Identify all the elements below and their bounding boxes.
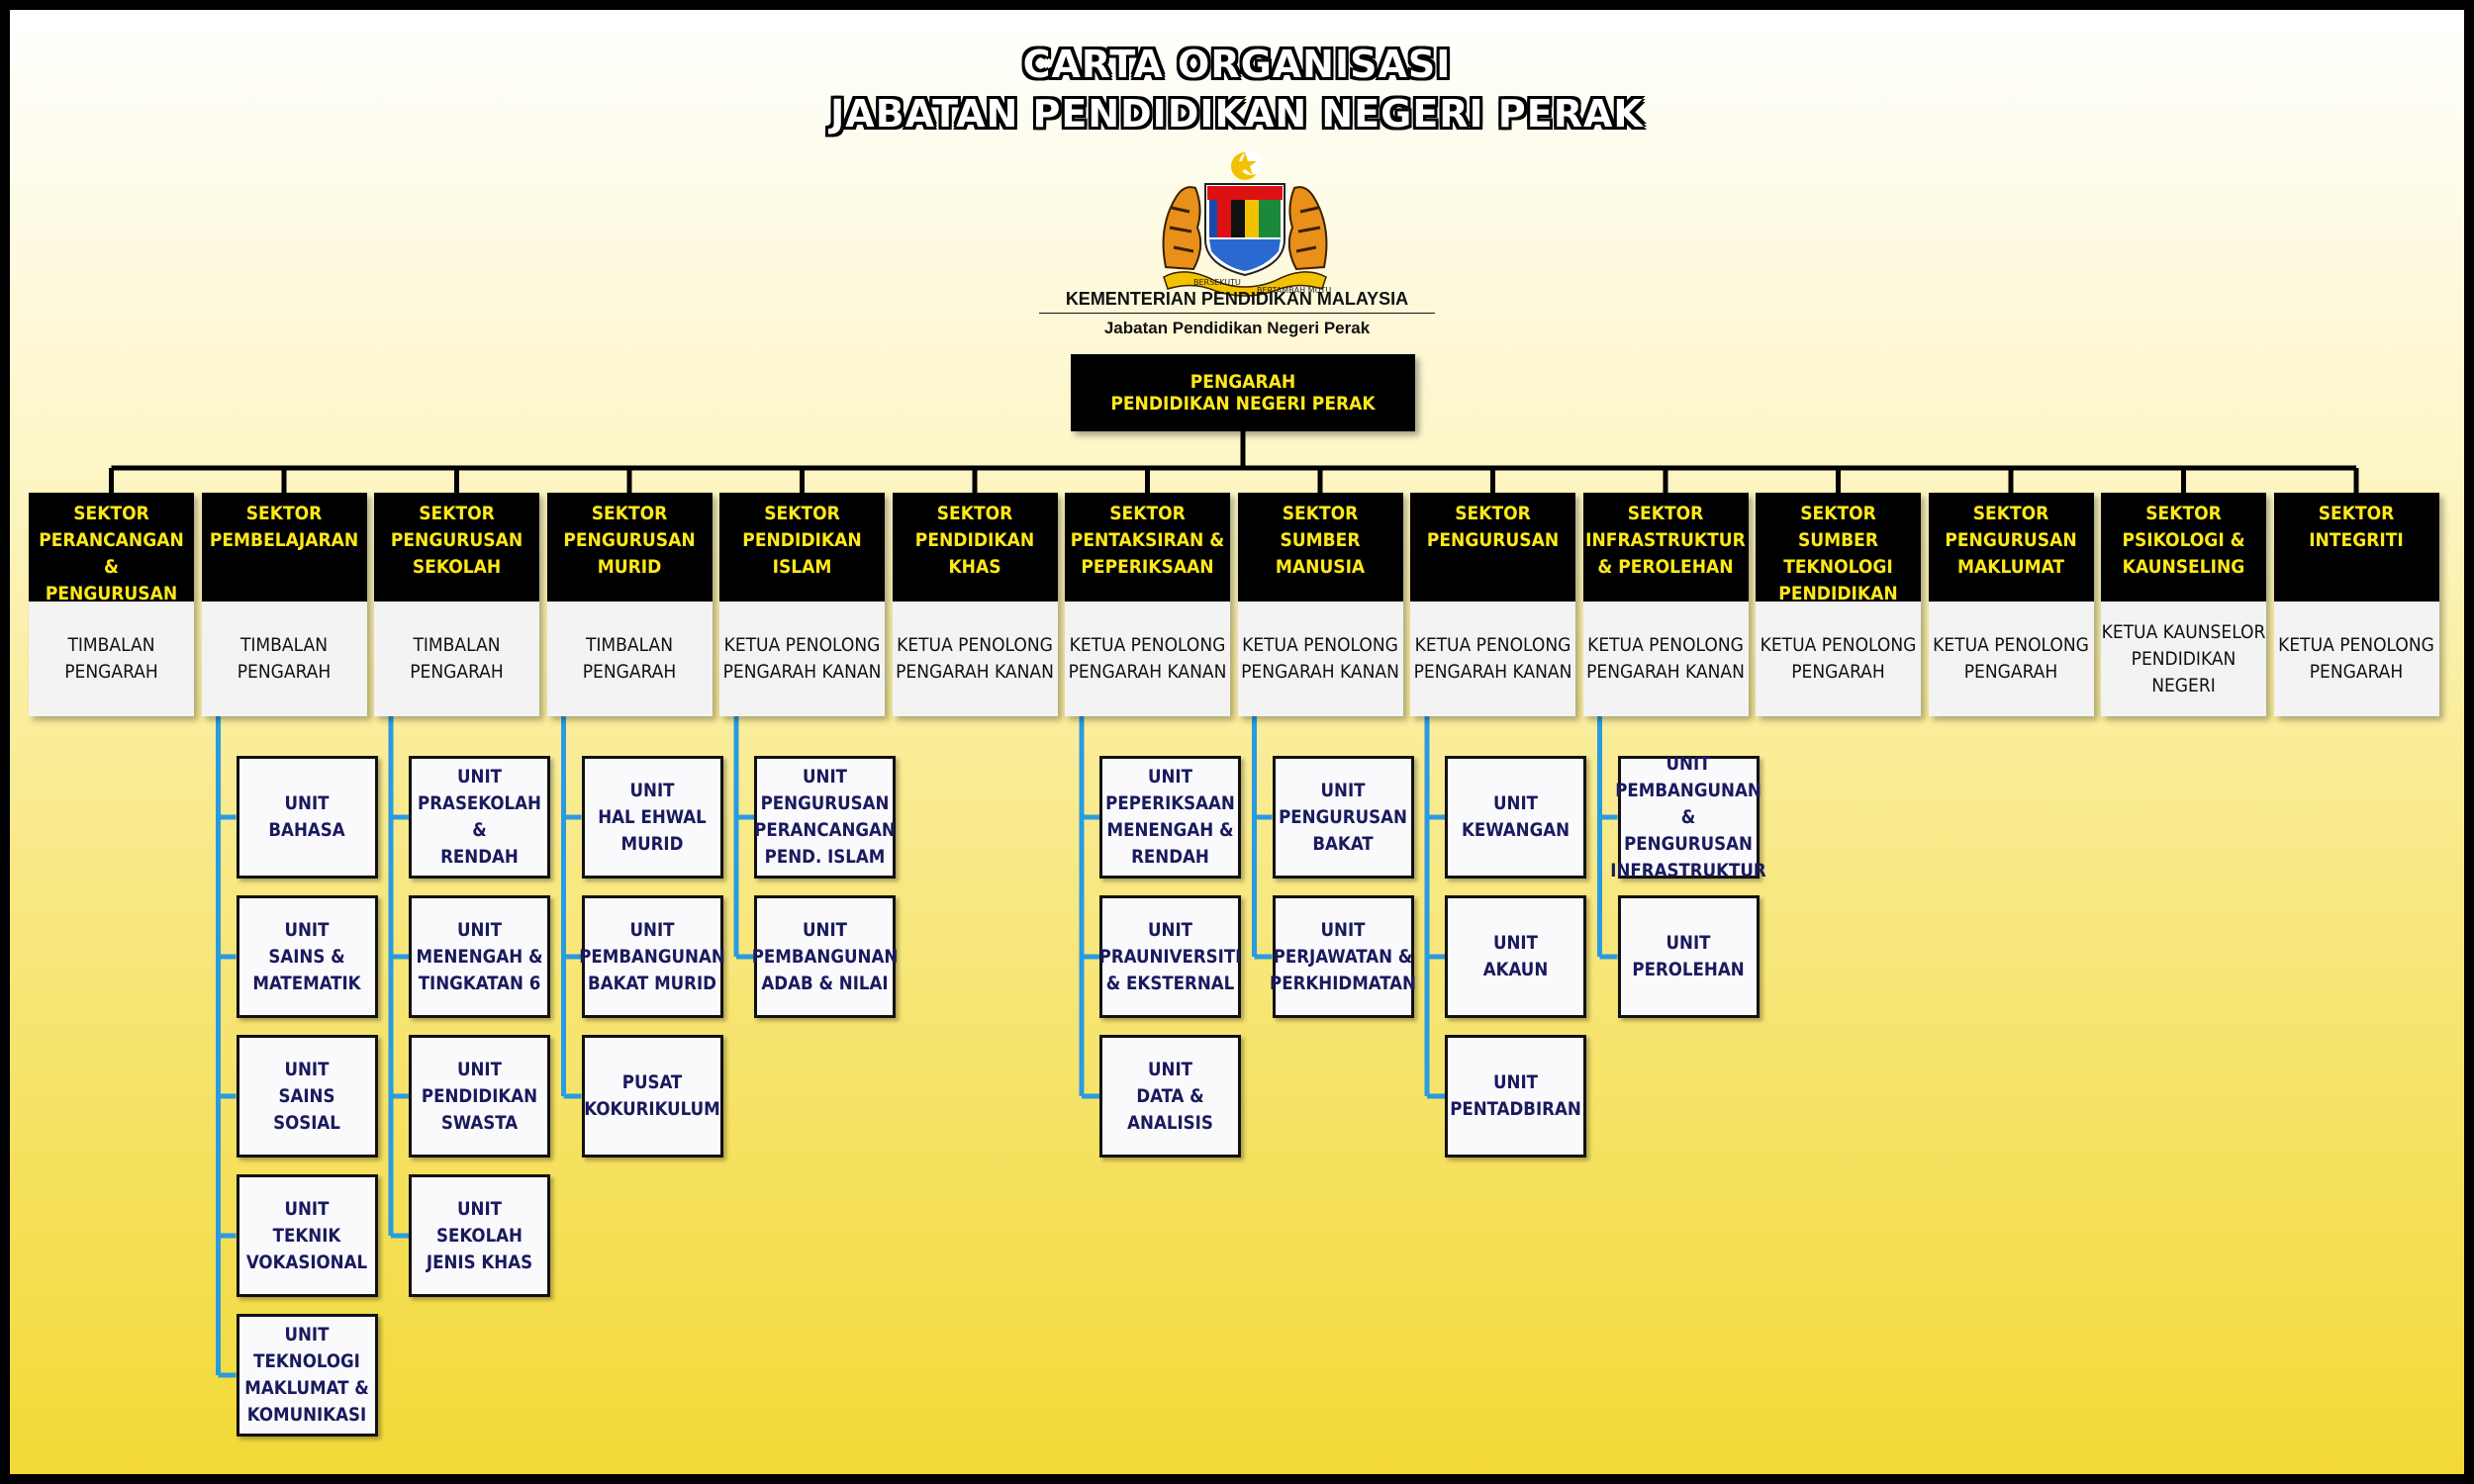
sector-head-title: TIMBALAN PENGARAH	[546, 602, 713, 716]
sector-box: SEKTOR PERANCANGAN & PENGURUSAN PPDTIMBA…	[29, 493, 194, 716]
unit-box: UNIT PEPERIKSAAN MENENGAH & RENDAH	[1099, 756, 1241, 879]
unit-box: UNIT TEKNIK VOKASIONAL	[236, 1174, 378, 1297]
unit-box: PUSAT KOKURIKULUM	[581, 1035, 723, 1158]
title-line-1: CARTA ORGANISASI	[1022, 43, 1452, 86]
sector-title: SEKTOR PSIKOLOGI & KAUNSELING	[2101, 493, 2266, 602]
unit-box: UNIT TEKNOLOGI MAKLUMAT & KOMUNIKASI	[236, 1314, 378, 1437]
unit-box: UNIT PENGURUSAN PERANCANGAN PEND. ISLAM	[754, 756, 896, 879]
unit-box: UNIT PERJAWATAN & PERKHIDMATAN	[1270, 895, 1416, 1018]
sector-title: SEKTOR PENDIDIKAN ISLAM	[719, 493, 885, 602]
sector-title: SEKTOR INTEGRITI	[2273, 493, 2439, 602]
unit-box: UNIT HAL EHWAL MURID	[581, 756, 723, 879]
sector-title: SEKTOR PENDIDIKAN KHAS	[892, 493, 1058, 602]
sector-head-title: KETUA PENOLONG PENGARAH KANAN	[1410, 602, 1575, 716]
motto-right: BERTAMBAH MUTU	[1257, 286, 1331, 295]
sector-head-title: KETUA PENOLONG PENGARAH	[1928, 602, 2094, 716]
sector-title: SEKTOR PERANCANGAN & PENGURUSAN PPD	[29, 493, 194, 631]
sector-head-title: KETUA PENOLONG PENGARAH	[1756, 602, 1921, 716]
unit-box: UNIT SAINS & MATEMATIK	[236, 895, 378, 1018]
sector-title: SEKTOR PENGURUSAN MAKLUMAT	[1928, 493, 2094, 602]
department-name: Jabatan Pendidikan Negeri Perak	[1103, 319, 1371, 337]
unit-box: UNIT PENGURUSAN BAKAT	[1272, 756, 1414, 879]
sector-title: SEKTOR INFRASTRUKTUR & PEROLEHAN	[1582, 493, 1749, 602]
sector-head-title: KETUA PENOLONG PENGARAH KANAN	[892, 602, 1058, 716]
unit-box: UNIT PEMBANGUNAN & PENGURUSAN INFRASTRUK…	[1610, 753, 1766, 881]
unit-box: UNIT PEMBANGUNAN ADAB & NILAI	[752, 895, 898, 1018]
coat-of-arms-logo: BERSEKUTU BERTAMBAH MUTU	[1162, 151, 1331, 297]
sector-title: SEKTOR PENGURUSAN	[1410, 493, 1575, 602]
sector-head-title: KETUA PENOLONG PENGARAH KANAN	[1237, 602, 1403, 716]
org-chart-canvas: CARTA ORGANISASI JABATAN PENDIDIKAN NEGE…	[10, 10, 2464, 1474]
unit-box: UNIT PENTADBIRAN	[1445, 1035, 1586, 1158]
sector-head-title: KETUA KAUNSELOR PENDIDIKAN NEGERI	[2101, 602, 2266, 716]
sector-title: SEKTOR PEMBELAJARAN	[201, 493, 367, 602]
connector-lines	[109, 431, 2359, 1378]
sector-head-title: TIMBALAN PENGARAH	[374, 602, 539, 716]
director-subtitle: PENDIDIKAN NEGERI PERAK	[1110, 393, 1376, 415]
sector-title: SEKTOR SUMBER MANUSIA	[1237, 493, 1403, 602]
sector-head-title: KETUA PENOLONG PENGARAH KANAN	[1582, 602, 1749, 716]
unit-box: UNIT PRASEKOLAH & RENDAH	[409, 756, 550, 879]
sector-title: SEKTOR SUMBER TEKNOLOGI PENDIDIKAN	[1756, 493, 1921, 604]
sector-title: SEKTOR PENGURUSAN SEKOLAH	[374, 493, 539, 602]
unit-box: UNIT PEMBANGUNAN BAKAT MURID	[579, 895, 725, 1018]
unit-box: UNIT MENENGAH & TINGKATAN 6	[409, 895, 550, 1018]
unit-box: UNIT PEROLEHAN	[1617, 895, 1760, 1018]
unit-box: UNIT SAINS SOSIAL	[236, 1035, 378, 1158]
sector-head-title: KETUA PENOLONG PENGARAH	[2273, 602, 2439, 716]
unit-box: UNIT DATA & ANALISIS	[1099, 1035, 1241, 1158]
title-line-2: JABATAN PENDIDIKAN NEGERI PERAK	[830, 92, 1644, 136]
sector-head-title: KETUA PENOLONG PENGARAH KANAN	[1065, 602, 1230, 716]
motto-left: BERSEKUTU	[1193, 278, 1241, 287]
unit-box: UNIT PRAUNIVERSITI & EKSTERNAL	[1099, 895, 1241, 1018]
sector-head-title: TIMBALAN PENGARAH	[201, 602, 367, 716]
unit-box: UNIT KEWANGAN	[1445, 756, 1586, 879]
sector-head-title: TIMBALAN PENGARAH	[29, 602, 194, 716]
director-title: PENGARAH	[1189, 371, 1296, 393]
unit-box: UNIT AKAUN	[1445, 895, 1586, 1018]
chart-title: CARTA ORGANISASI JABATAN PENDIDIKAN NEGE…	[10, 40, 2464, 139]
unit-box: UNIT SEKOLAH JENIS KHAS	[409, 1174, 550, 1297]
sector-title: SEKTOR PENTAKSIRAN & PEPERIKSAAN	[1065, 493, 1230, 602]
director-box: PENGARAH PENDIDIKAN NEGERI PERAK	[1071, 354, 1415, 431]
unit-box: UNIT PENDIDIKAN SWASTA	[409, 1035, 550, 1158]
sector-head-title: KETUA PENOLONG PENGARAH KANAN	[719, 602, 885, 716]
ministry-name: KEMENTERIAN PENDIDIKAN MALAYSIA	[1039, 289, 1435, 314]
sector-title: SEKTOR PENGURUSAN MURID	[546, 493, 713, 602]
unit-box: UNIT BAHASA	[236, 756, 378, 879]
